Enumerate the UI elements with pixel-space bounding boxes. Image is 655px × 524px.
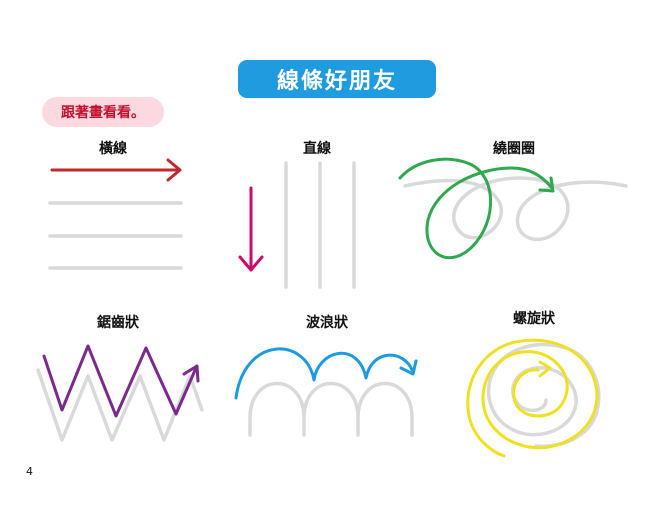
- label-loops: 繞圈圈: [493, 141, 535, 157]
- label-vertical: 直線: [303, 141, 331, 157]
- vertical-lines-icon: [238, 161, 356, 289]
- label-spiral: 螺旋狀: [513, 311, 555, 327]
- page-title: 線條好朋友: [238, 60, 436, 98]
- label-waves: 波浪狀: [306, 315, 348, 331]
- loops-icon: [398, 157, 628, 260]
- instruction-label: 跟著畫看看。: [42, 97, 164, 127]
- label-horizontal: 橫線: [99, 141, 127, 157]
- waves-icon: [234, 347, 418, 437]
- spiral-icon: [466, 338, 601, 458]
- page-number: 4: [26, 465, 33, 478]
- label-zigzag: 鋸齒狀: [97, 315, 139, 331]
- zigzag-icon: [36, 344, 204, 442]
- horizontal-lines-icon: [48, 158, 183, 270]
